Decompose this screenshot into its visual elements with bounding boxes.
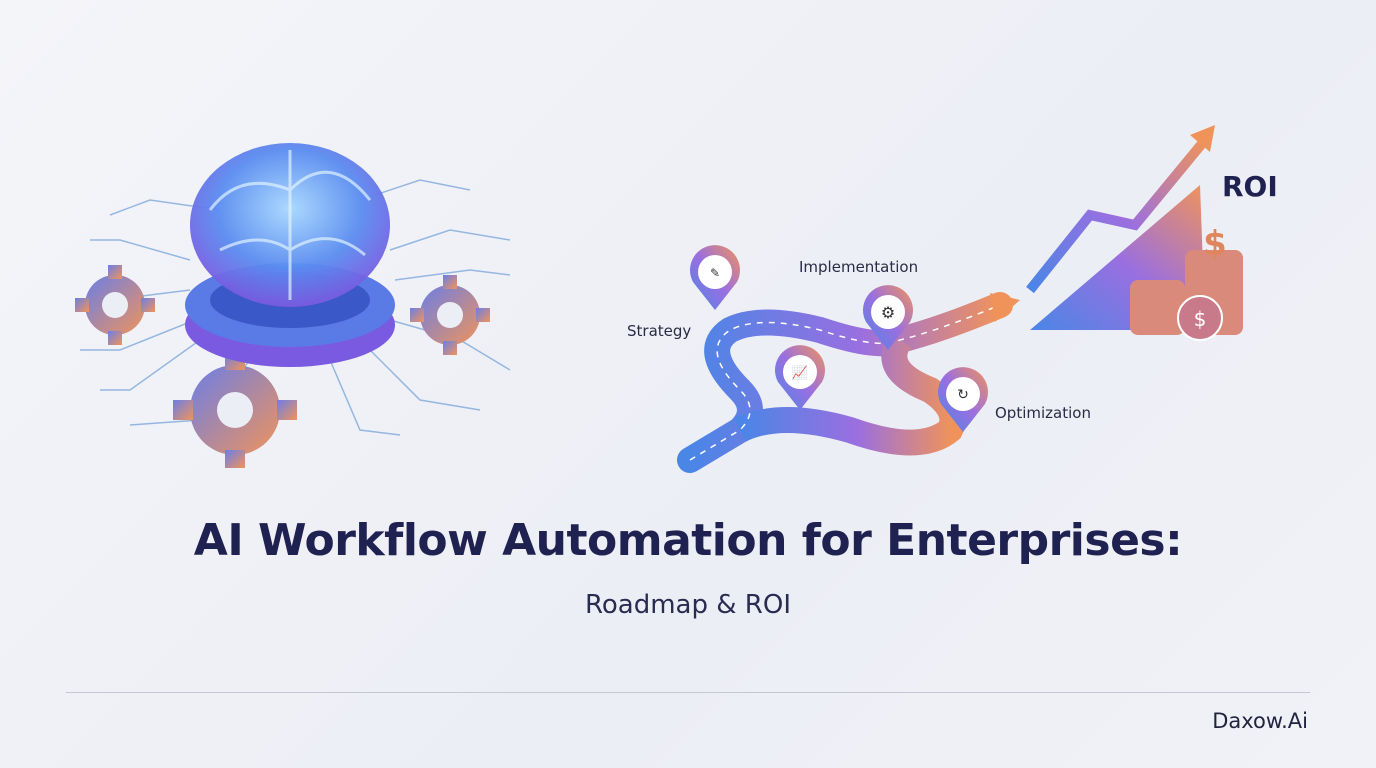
svg-text:↻: ↻ bbox=[957, 387, 969, 403]
svg-text:$: $ bbox=[1203, 224, 1227, 264]
gear-icon-right bbox=[410, 275, 490, 355]
milestone-label-strategy: Strategy bbox=[627, 322, 692, 340]
coin-stacks-icon: $ $ bbox=[1130, 224, 1243, 341]
brand-name: Daxow.Ai bbox=[1212, 709, 1308, 733]
svg-text:⚙: ⚙ bbox=[881, 303, 895, 322]
roi-label: ROI bbox=[1222, 170, 1278, 203]
page-subtitle: Roadmap & ROI bbox=[584, 590, 791, 620]
map-pin-optimization: ↻ bbox=[938, 367, 988, 432]
milestone-label-implementation: Implementation bbox=[799, 258, 919, 276]
hero-illustration: ✎ ⚙ 📈 ↻ $ $ bbox=[75, 125, 1243, 473]
svg-text:📈: 📈 bbox=[792, 365, 808, 381]
page-title: AI Workflow Automation for Enterprises: bbox=[193, 515, 1183, 566]
svg-text:✎: ✎ bbox=[710, 266, 720, 280]
divider bbox=[66, 692, 1310, 693]
gear-icon-bottom bbox=[173, 352, 297, 468]
map-pin-implementation: ⚙ bbox=[863, 285, 913, 350]
map-pin-growth: 📈 bbox=[775, 345, 825, 410]
gear-icon-left bbox=[75, 265, 155, 345]
milestone-label-optimization: Optimization bbox=[995, 404, 1091, 422]
svg-text:$: $ bbox=[1194, 307, 1207, 331]
roadmap-road bbox=[677, 292, 1020, 473]
brain-icon bbox=[185, 143, 395, 367]
map-pin-strategy: ✎ bbox=[690, 245, 740, 310]
